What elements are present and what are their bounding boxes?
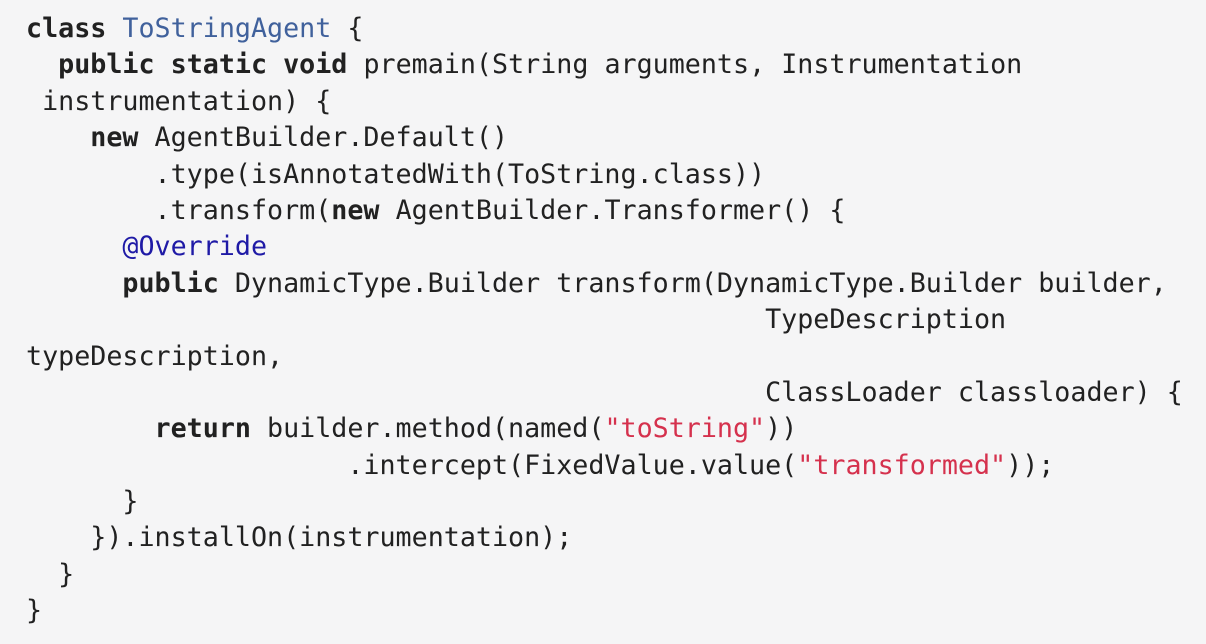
code-indent [26, 195, 155, 226]
code-segment-plain: builder.method(named( [250, 413, 605, 445]
code-indent [26, 231, 122, 262]
code-indent [26, 159, 155, 190]
code-segment-plain: } [122, 486, 139, 518]
code-segment-plain: ClassLoader classloader) { [765, 376, 1183, 408]
code-line: instrumentation) { [26, 84, 1206, 120]
code-segment-plain: .transform( [154, 194, 332, 226]
code-line: class ToStringAgent { [26, 11, 1206, 47]
code-line: TypeDescription [26, 302, 1206, 338]
code-indent [26, 559, 58, 590]
code-segment-plain: } [58, 558, 75, 590]
code-segment-plain: DynamicType.Builder transform(DynamicTyp… [218, 267, 1167, 299]
code-indent [26, 377, 765, 408]
code-indent [26, 450, 347, 481]
code-segment-plain: instrumentation) { [42, 85, 332, 117]
code-line: public static void premain(String argume… [26, 47, 1206, 83]
code-segment-type: ToStringAgent [122, 13, 332, 44]
code-indent [26, 304, 765, 335]
code-segment-plain: { [331, 13, 364, 44]
code-line: .type(isAnnotatedWith(ToString.class)) [26, 157, 1206, 193]
code-segment-plain: .intercept(FixedValue.value( [347, 449, 798, 481]
code-segment-plain [267, 49, 283, 80]
code-line: } [26, 484, 1206, 520]
code-indent [26, 268, 122, 299]
code-line: return builder.method(named("toString")) [26, 411, 1206, 447]
code-line: ClassLoader classloader) { [26, 375, 1206, 411]
code-segment-plain: .type(isAnnotatedWith(ToString.class)) [154, 158, 766, 190]
code-segment-plain: }).installOn(instrumentation); [90, 522, 573, 554]
code-indent [26, 522, 90, 553]
code-line: } [26, 593, 1206, 629]
code-line: @Override [26, 229, 1206, 265]
code-indent [26, 486, 122, 517]
code-segment-plain [155, 49, 171, 80]
code-line: .transform(new AgentBuilder.Transformer(… [26, 193, 1206, 229]
code-segment-plain: } [26, 595, 43, 627]
code-indent [26, 86, 42, 117]
code-segment-plain: )) [765, 413, 798, 445]
code-segment-keyword: new [90, 122, 139, 154]
code-segment-keyword: new [331, 194, 380, 226]
code-segment-plain: )); [1006, 449, 1055, 481]
code-segment-keyword: class [26, 13, 107, 44]
code-segment-plain: premain(String arguments, Instrumentatio… [347, 49, 1023, 81]
code-line: public DynamicType.Builder transform(Dyn… [26, 266, 1206, 302]
code-line: .intercept(FixedValue.value("transformed… [26, 448, 1206, 484]
code-segment-annotation: @Override [122, 231, 268, 263]
code-segment-plain: AgentBuilder.Transformer() { [379, 194, 846, 226]
code-segment-keyword: return [154, 413, 251, 445]
code-indent [26, 122, 90, 153]
code-segment-keyword: static [170, 49, 268, 81]
code-segment-string: "toString" [604, 413, 766, 445]
code-segment-plain [106, 13, 122, 44]
code-segment-plain: AgentBuilder.Default() [138, 122, 509, 154]
code-segment-plain: TypeDescription [765, 304, 1007, 336]
code-segment-keyword: void [283, 49, 348, 81]
code-line: new AgentBuilder.Default() [26, 120, 1206, 156]
code-line: typeDescription, [26, 339, 1206, 375]
code-segment-keyword: public [58, 49, 155, 81]
code-line: }).installOn(instrumentation); [26, 520, 1206, 556]
code-indent [26, 49, 58, 80]
code-segment-keyword: public [122, 267, 219, 299]
code-segment-plain: typeDescription, [26, 340, 284, 372]
code-segment-string: "transformed" [797, 449, 1007, 481]
code-line: } [26, 557, 1206, 593]
code-indent [26, 413, 155, 444]
